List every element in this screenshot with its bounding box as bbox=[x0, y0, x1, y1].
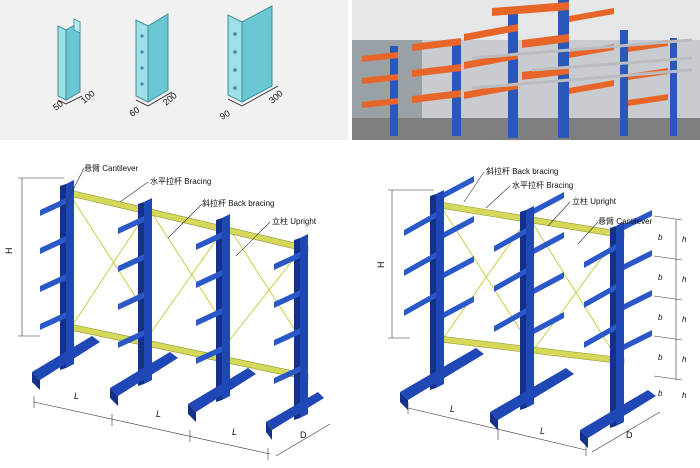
dim-h-small-2: h bbox=[682, 275, 687, 284]
double-sided-rack-diagram: 斜拉杆 Back bracing 水平拉杆 Bracing 立柱 Upright… bbox=[352, 146, 700, 468]
dim-l-1: L bbox=[450, 404, 455, 414]
dim-b-3: b bbox=[658, 313, 663, 322]
upright-1 bbox=[400, 176, 484, 410]
profile-large-depth: 90 bbox=[218, 108, 232, 122]
label-back-bracing: 斜拉杆 Back bracing bbox=[202, 198, 274, 208]
dim-h-small-1: h bbox=[682, 235, 687, 244]
dim-b-1: b bbox=[658, 233, 663, 242]
upright-2 bbox=[490, 192, 574, 430]
dim-h: H bbox=[4, 248, 14, 255]
dim-h-small-4: h bbox=[682, 355, 687, 364]
dim-h-small-5: h bbox=[682, 391, 687, 400]
upright-2 bbox=[110, 198, 178, 406]
dimension-lines bbox=[388, 189, 683, 456]
dim-l-1: L bbox=[74, 391, 79, 401]
profile-medium bbox=[135, 13, 173, 107]
dim-d: D bbox=[300, 430, 307, 440]
label-upright: 立柱 Upright bbox=[572, 196, 617, 206]
label-bracing: 水平拉杆 Bracing bbox=[512, 180, 573, 190]
dim-h: H bbox=[376, 262, 386, 269]
dim-l-3: L bbox=[232, 427, 237, 437]
dim-l-2: L bbox=[156, 409, 161, 419]
warehouse-photo bbox=[352, 0, 700, 140]
upright-4 bbox=[266, 234, 324, 440]
warehouse-photo-figure bbox=[352, 0, 700, 140]
profile-small-depth: 50 bbox=[51, 98, 65, 112]
label-bracing: 水平拉杆 Bracing bbox=[150, 176, 211, 186]
label-cantilever: 悬臂 Cantilever bbox=[84, 163, 139, 173]
label-upright: 立柱 Upright bbox=[272, 216, 317, 226]
dim-b-4: b bbox=[658, 353, 663, 362]
label-back-bracing: 斜拉杆 Back bracing bbox=[486, 166, 558, 176]
profile-large bbox=[227, 5, 279, 107]
upright-1 bbox=[32, 180, 100, 390]
label-cantilever: 悬臂 Cantilever bbox=[598, 216, 653, 226]
upright-profiles-panel: 50 100 60 200 90 300 bbox=[0, 0, 348, 140]
dim-b-5: b bbox=[658, 389, 663, 398]
dim-b-2: b bbox=[658, 273, 663, 282]
profile-small-width: 100 bbox=[79, 88, 97, 105]
profile-medium-depth: 60 bbox=[127, 105, 141, 119]
dim-l-2: L bbox=[540, 426, 545, 436]
dim-h-small-3: h bbox=[682, 315, 687, 324]
profile-small bbox=[57, 18, 83, 105]
upright-3 bbox=[188, 214, 256, 422]
single-sided-rack-figure: 悬臂 Cantilever 水平拉杆 Bracing 斜拉杆 Back brac… bbox=[4, 163, 331, 460]
dimension-lines bbox=[18, 177, 331, 460]
upright-3 bbox=[580, 210, 656, 448]
dim-d: D bbox=[626, 430, 633, 440]
single-sided-rack-diagram: 悬臂 Cantilever 水平拉杆 Bracing 斜拉杆 Back brac… bbox=[0, 146, 348, 468]
upright-profiles-figure: 50 100 60 200 90 300 bbox=[51, 5, 285, 122]
double-sided-rack-figure: 斜拉杆 Back bracing 水平拉杆 Bracing 立柱 Upright… bbox=[376, 166, 687, 456]
